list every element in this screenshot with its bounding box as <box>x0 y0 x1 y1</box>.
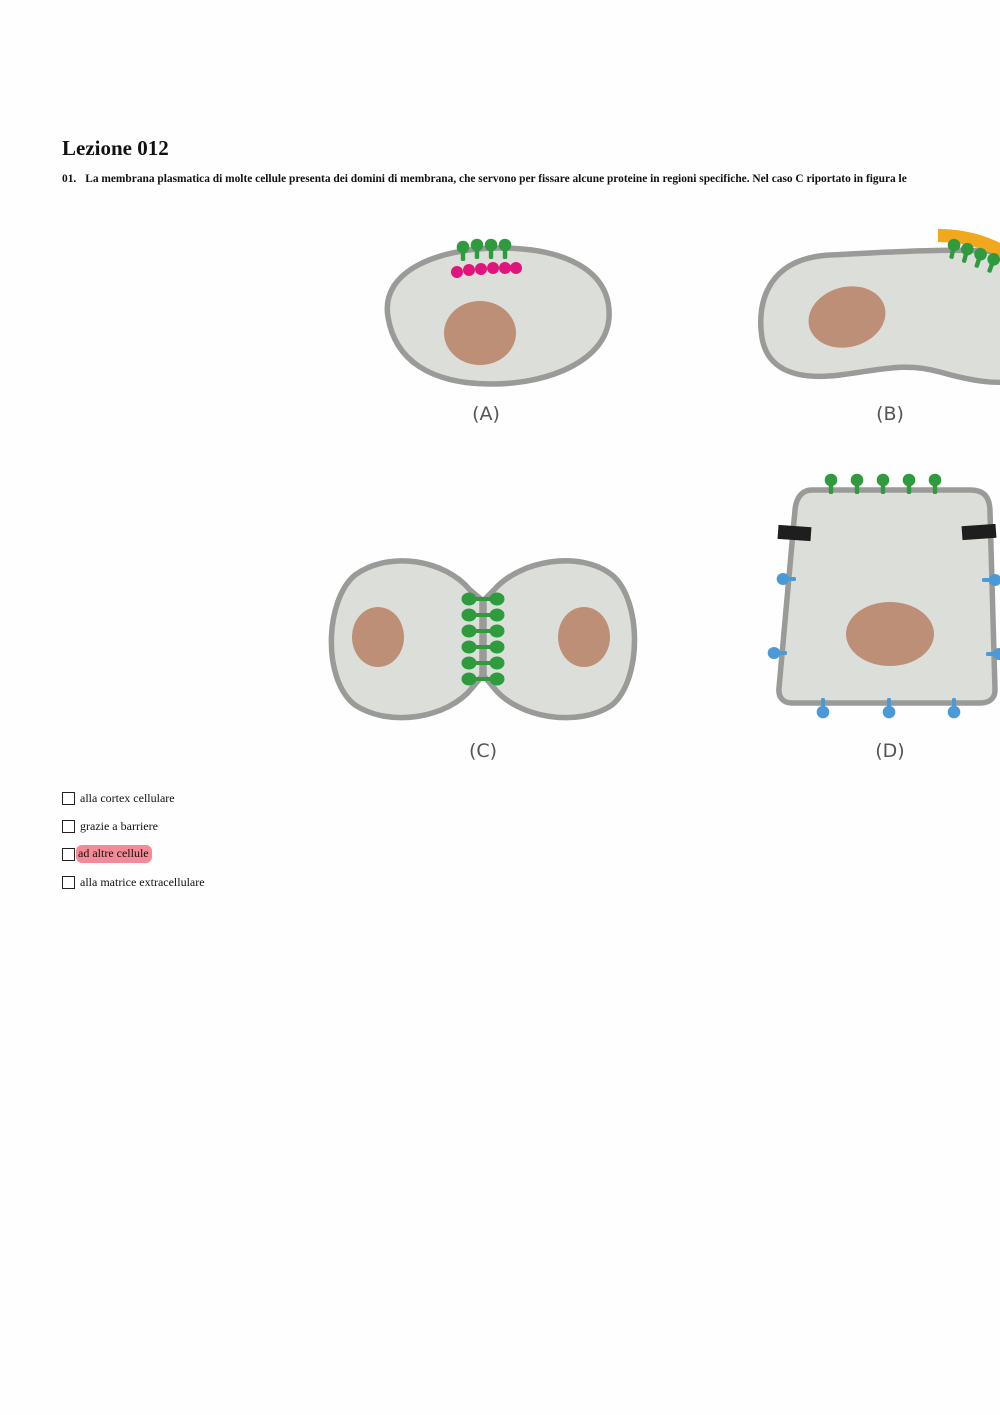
question-text: 01. La membrana plasmatica di molte cellu… <box>62 173 1000 185</box>
answer-option-2[interactable]: grazie a barriere <box>62 812 207 840</box>
panel-c: (C) <box>328 558 638 762</box>
cell-a-nucleus <box>444 301 516 365</box>
cell-d-nucleus <box>846 602 934 666</box>
answer-text: grazie a barriere <box>80 818 158 833</box>
cell-b-nucleus <box>808 286 886 348</box>
answer-text: alla cortex cellulare <box>80 790 175 805</box>
panel-b: (B) <box>758 229 1000 425</box>
answer-text-highlighted: ad altre cellule <box>76 845 152 863</box>
answer-option-4[interactable]: alla matrice extracellulare <box>62 868 207 896</box>
panel-label-d: (D) <box>875 740 904 762</box>
panel-a: (A) <box>384 238 612 425</box>
question-body: La membrana plasmatica di molte cellule … <box>85 173 907 185</box>
answer-options: alla cortex cellulare grazie a barriere … <box>62 784 207 896</box>
panel-label-b: (B) <box>876 403 904 425</box>
cell-c-right-nucleus <box>558 607 610 667</box>
answer-checkbox[interactable] <box>62 847 75 861</box>
answer-option-3[interactable]: ad altre cellule <box>62 840 207 868</box>
panel-label-a: (A) <box>472 403 500 425</box>
panel-d: (D) <box>767 473 1000 762</box>
answer-checkbox[interactable] <box>62 819 75 833</box>
cell-c-left-nucleus <box>352 607 404 667</box>
lesson-title: Lezione 012 <box>62 136 169 160</box>
cell-d-membrane <box>776 487 998 706</box>
tight-junction-barriers <box>777 523 997 542</box>
answer-text: alla matrice extracellulare <box>80 874 205 889</box>
answer-option-1[interactable]: alla cortex cellulare <box>62 784 207 812</box>
answer-checkbox[interactable] <box>62 791 75 805</box>
cell-cell-junction-proteins <box>461 592 505 686</box>
magenta-anchor-proteins <box>451 262 522 278</box>
question-number: 01. <box>62 173 77 185</box>
answer-checkbox[interactable] <box>62 875 75 889</box>
panel-label-c: (C) <box>469 740 497 762</box>
cell-membrane-domains-figure: (A) (B) <box>328 229 1000 762</box>
cell-c-left-membrane <box>328 558 485 721</box>
